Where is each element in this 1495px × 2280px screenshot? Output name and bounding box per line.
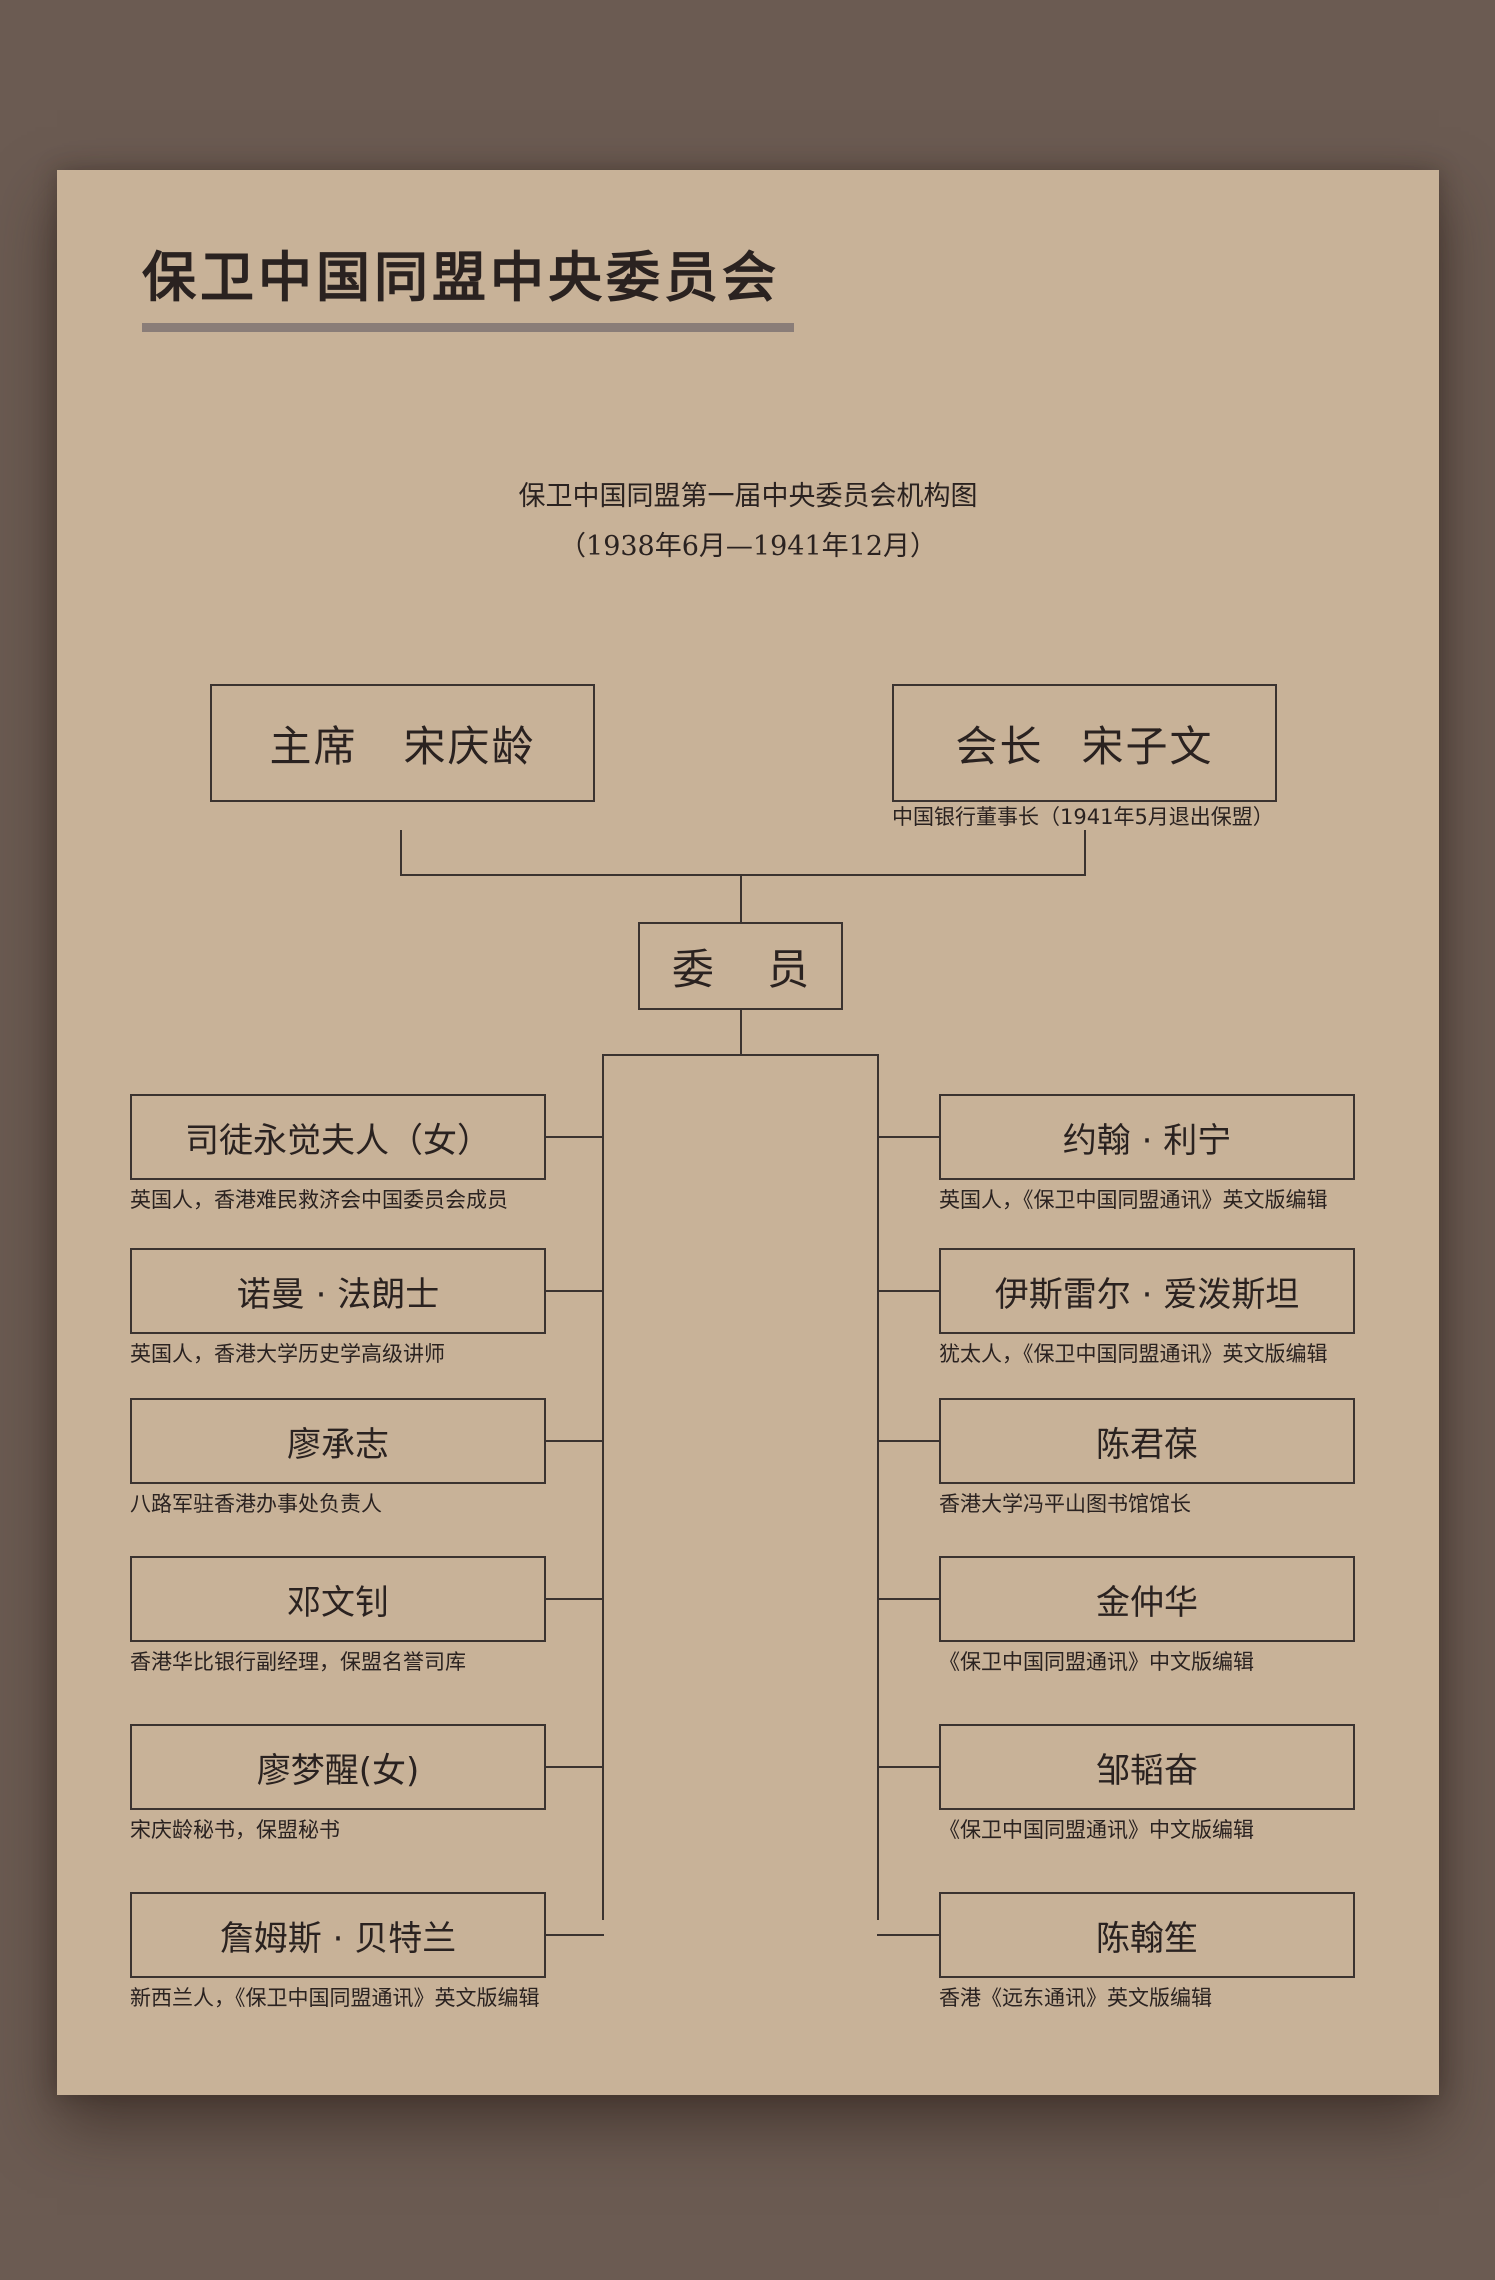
member-box-left-6: 詹姆斯 · 贝特兰 [130,1892,546,1978]
member-name: 金仲华 [1096,1582,1198,1623]
connector [546,1136,604,1138]
member-note: 宋庆龄秘书，保盟秘书 [130,1818,340,1842]
left-spine [602,1054,604,1920]
right-spine [877,1054,879,1920]
member-box-right-4: 金仲华 [939,1556,1355,1642]
member-name: 陈翰笙 [1096,1918,1198,1959]
member-name: 陈君葆 [1096,1424,1198,1465]
chairman-box: 主席宋庆龄 [210,684,595,802]
member-note: 香港华比银行副经理，保盟名誉司库 [130,1650,466,1674]
member-box-left-2: 诺曼 · 法朗士 [130,1248,546,1334]
member-note: 犹太人，《保卫中国同盟通讯》英文版编辑 [939,1342,1328,1366]
connector [740,1008,742,1056]
president-note: 中国银行董事长（1941年5月退出保盟） [892,805,1274,829]
committee-box: 委 员 [638,922,843,1010]
member-note: 英国人，香港难民救济会中国委员会成员 [130,1188,508,1212]
connector [877,1440,939,1442]
connector [602,1054,879,1056]
member-note: 英国人，香港大学历史学高级讲师 [130,1342,445,1366]
member-note: 《保卫中国同盟通讯》中文版编辑 [939,1818,1254,1842]
title-underline [142,323,794,332]
member-box-left-5: 廖梦醒(女) [130,1724,546,1810]
president-box: 会长宋子文 [892,684,1277,802]
member-name: 詹姆斯 · 贝特兰 [219,1918,457,1959]
member-name: 司徒永觉夫人（女） [185,1120,491,1161]
member-note: 新西兰人，《保卫中国同盟通讯》英文版编辑 [130,1986,540,2010]
member-name: 廖梦醒(女) [256,1750,420,1791]
member-note: 《保卫中国同盟通讯》中文版编辑 [939,1650,1254,1674]
member-box-right-6: 陈翰笙 [939,1892,1355,1978]
member-box-right-2: 伊斯雷尔 · 爱泼斯坦 [939,1248,1355,1334]
connector [546,1766,604,1768]
member-note: 八路军驻香港办事处负责人 [130,1492,382,1516]
member-box-left-3: 廖承志 [130,1398,546,1484]
connector [877,1766,939,1768]
president-role: 会长 [955,721,1044,771]
member-name: 邹韬奋 [1096,1750,1198,1791]
member-box-right-5: 邹韬奋 [939,1724,1355,1810]
member-box-left-4: 邓文钊 [130,1556,546,1642]
member-name: 廖承志 [287,1424,389,1465]
connector [546,1598,604,1600]
connector [1084,830,1086,876]
president-name: 宋子文 [1081,721,1214,771]
connector [740,874,742,924]
connector [546,1290,604,1292]
member-name: 伊斯雷尔 · 爱泼斯坦 [994,1274,1300,1315]
main-title: 保卫中国同盟中央委员会 [142,245,780,309]
committee-label: 委 员 [671,944,830,994]
chart-subtitle: 保卫中国同盟第一届中央委员会机构图 [518,481,978,512]
connector [877,1598,939,1600]
connector [877,1290,939,1292]
member-box-left-1: 司徒永觉夫人（女） [130,1094,546,1180]
member-note: 香港《远东通讯》英文版编辑 [939,1986,1212,2010]
chart-board: 保卫中国同盟中央委员会 保卫中国同盟第一届中央委员会机构图 （1938年6月—1… [57,170,1439,2095]
chairman-role: 主席 [269,721,358,771]
chart-period: （1938年6月—1941年12月） [559,531,937,562]
chairman-name: 宋庆龄 [403,721,536,771]
connector [546,1440,604,1442]
member-box-right-1: 约翰 · 利宁 [939,1094,1355,1180]
connector [877,1934,939,1936]
member-name: 约翰 · 利宁 [1062,1120,1232,1161]
connector [877,1136,939,1138]
connector [400,874,1086,876]
member-box-right-3: 陈君葆 [939,1398,1355,1484]
connector [400,830,402,876]
member-name: 邓文钊 [287,1582,389,1623]
member-note: 英国人，《保卫中国同盟通讯》英文版编辑 [939,1188,1328,1212]
member-name: 诺曼 · 法朗士 [236,1274,440,1315]
connector [546,1934,604,1936]
member-note: 香港大学冯平山图书馆馆长 [939,1492,1191,1516]
